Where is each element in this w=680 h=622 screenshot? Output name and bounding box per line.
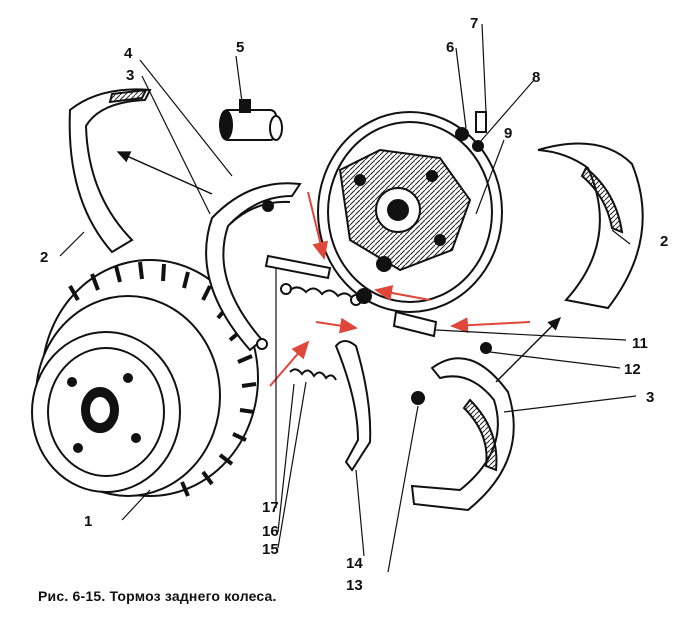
springs xyxy=(280,283,362,381)
label-6: 6 xyxy=(446,39,454,56)
label-1: 1 xyxy=(84,513,92,530)
label-12: 12 xyxy=(624,361,641,378)
label-14: 14 xyxy=(346,555,363,572)
bolt-and-nuts xyxy=(455,111,487,152)
spacer-bar xyxy=(264,254,332,280)
label-8: 8 xyxy=(532,69,540,86)
label-2-right: 2 xyxy=(660,233,668,250)
brake-shoe-right xyxy=(410,357,515,512)
label-7: 7 xyxy=(470,15,478,32)
label-3-bottom: 3 xyxy=(646,389,654,406)
label-13: 13 xyxy=(346,577,363,594)
back-plate xyxy=(317,111,503,313)
label-2-left: 2 xyxy=(40,249,48,266)
leader-lines xyxy=(59,23,637,573)
label-16: 16 xyxy=(262,523,279,540)
figure-caption: Рис. 6-15. Тормоз заднего колеса. xyxy=(38,588,277,604)
wheel-cylinder xyxy=(219,99,283,141)
parking-lever xyxy=(334,340,372,472)
lining-right xyxy=(537,142,644,310)
label-15: 15 xyxy=(262,541,279,558)
label-3-top: 3 xyxy=(126,67,134,84)
label-11: 11 xyxy=(632,335,648,352)
brake-drum xyxy=(31,259,259,497)
lining-left xyxy=(68,88,152,254)
brake-shoe-left xyxy=(205,182,302,352)
label-9: 9 xyxy=(504,125,512,142)
small-parts xyxy=(356,288,492,405)
label-4: 4 xyxy=(124,45,133,62)
label-5: 5 xyxy=(236,39,244,56)
label-17: 17 xyxy=(262,499,279,516)
